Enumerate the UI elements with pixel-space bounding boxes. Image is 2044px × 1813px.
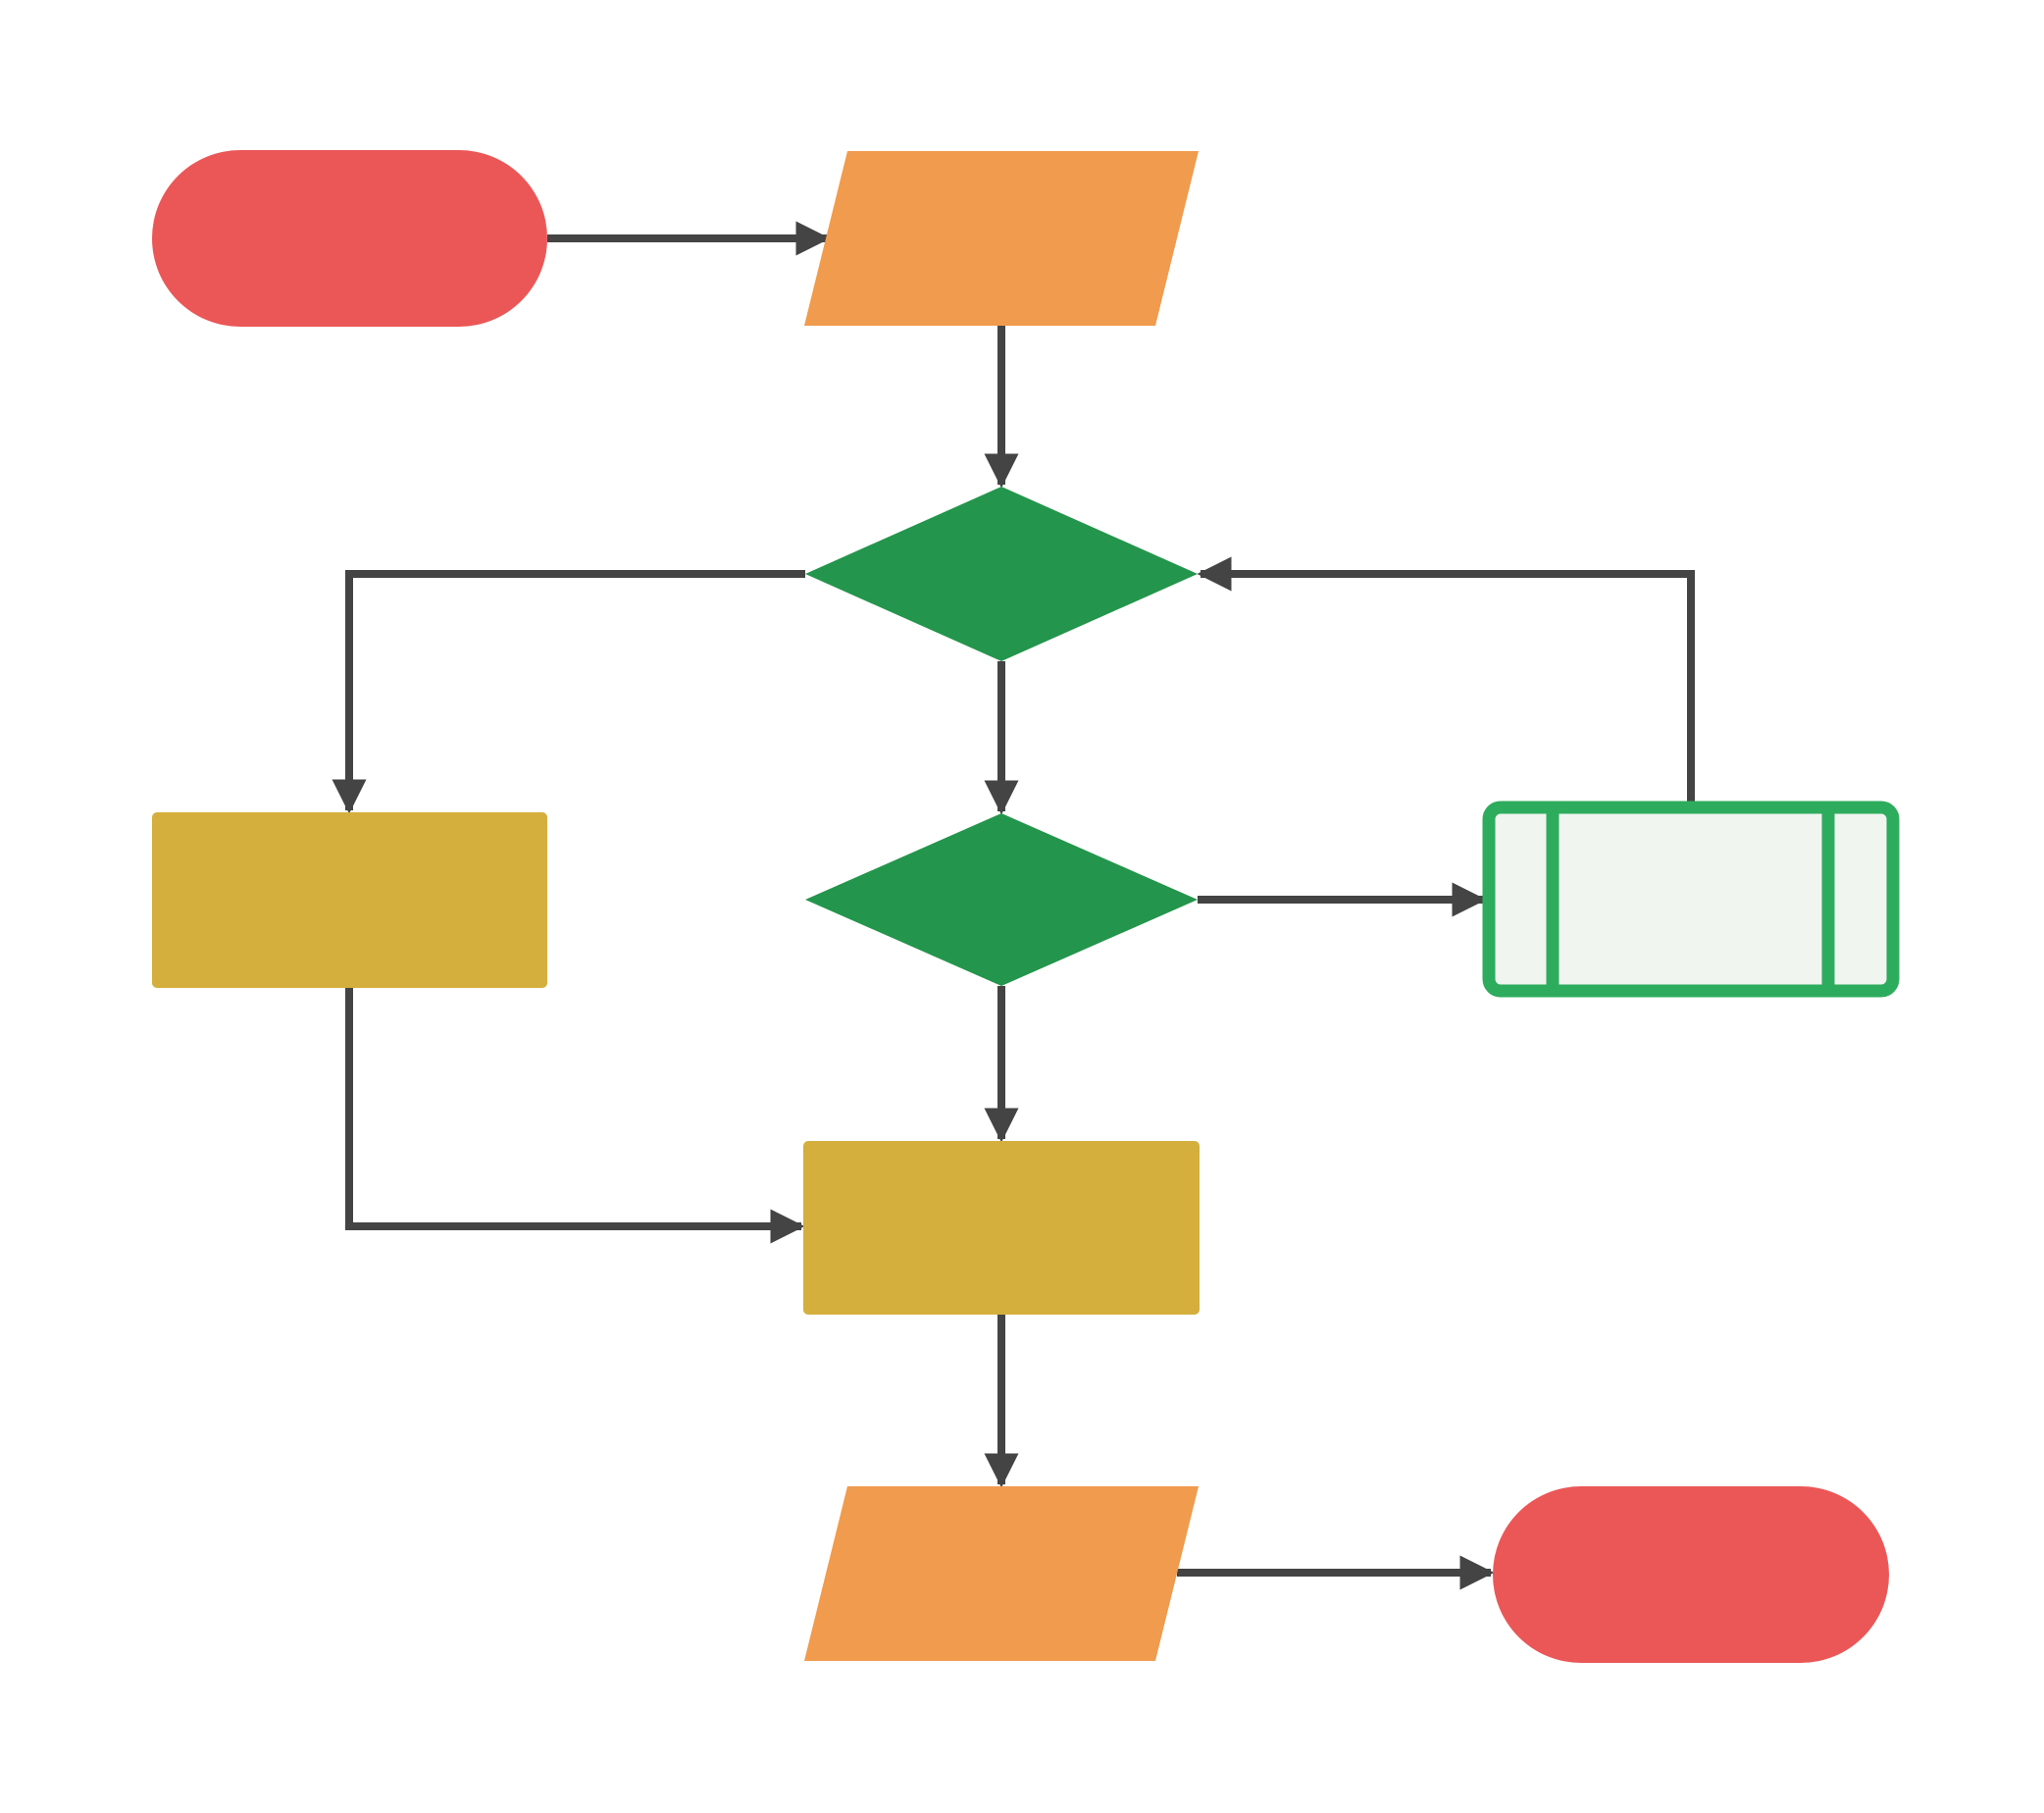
edge-process-left-to-process-center	[345, 988, 805, 1244]
edge-decision1-to-process-left	[332, 570, 805, 814]
node-output-parallelogram	[804, 1486, 1199, 1661]
node-input-parallelogram	[804, 151, 1199, 326]
node-predefined-process	[1482, 801, 1900, 998]
node-process-left-rect	[152, 812, 547, 988]
connector-layer	[332, 221, 1695, 1590]
node-layer	[152, 150, 1900, 1663]
edge-predefined-loopback-to-decision1	[1197, 556, 1695, 807]
node-decision1-diamond	[805, 487, 1198, 661]
node-start-terminator	[152, 150, 547, 327]
node-process-center-rect	[803, 1141, 1200, 1315]
node-end-terminator	[1493, 1486, 1889, 1663]
predefined-process-body	[1482, 801, 1900, 998]
node-decision2-diamond	[805, 813, 1198, 986]
